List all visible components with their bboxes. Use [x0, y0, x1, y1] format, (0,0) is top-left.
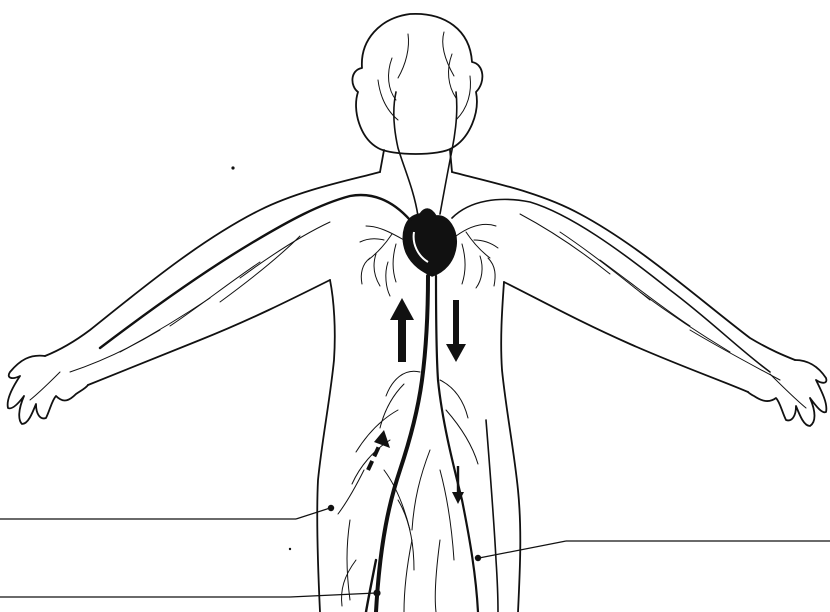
head-outline — [352, 14, 482, 154]
neck-left — [380, 150, 384, 172]
right-hand — [748, 360, 826, 426]
right-arm-upper-edge — [452, 172, 795, 360]
arrow-up-large — [390, 298, 414, 362]
body-outline — [8, 14, 827, 612]
heart-shape — [403, 209, 456, 276]
subclavian-right — [452, 199, 770, 372]
leg-vein-right — [486, 420, 498, 612]
label-line-right — [475, 541, 830, 561]
label-line-left-upper — [0, 505, 334, 519]
right-arm-lower-edge — [504, 282, 748, 392]
carotid-right — [440, 92, 457, 214]
label-lines — [0, 505, 830, 597]
capillary-branches — [30, 32, 806, 612]
subclavian-left — [100, 195, 410, 348]
stray-dot — [231, 166, 234, 169]
arrow-down-large — [446, 300, 466, 362]
label-line-left-lower — [0, 589, 381, 597]
stray-dot-2 — [289, 548, 291, 550]
main-vessels — [100, 92, 770, 612]
left-arm-upper-edge — [45, 172, 380, 356]
left-arm-lower-edge — [88, 280, 330, 385]
torso-left-side — [317, 280, 335, 612]
torso-right-side — [501, 282, 520, 612]
arrow-up-diagonal — [368, 430, 390, 470]
left-hand — [8, 356, 88, 424]
heart — [403, 209, 456, 276]
